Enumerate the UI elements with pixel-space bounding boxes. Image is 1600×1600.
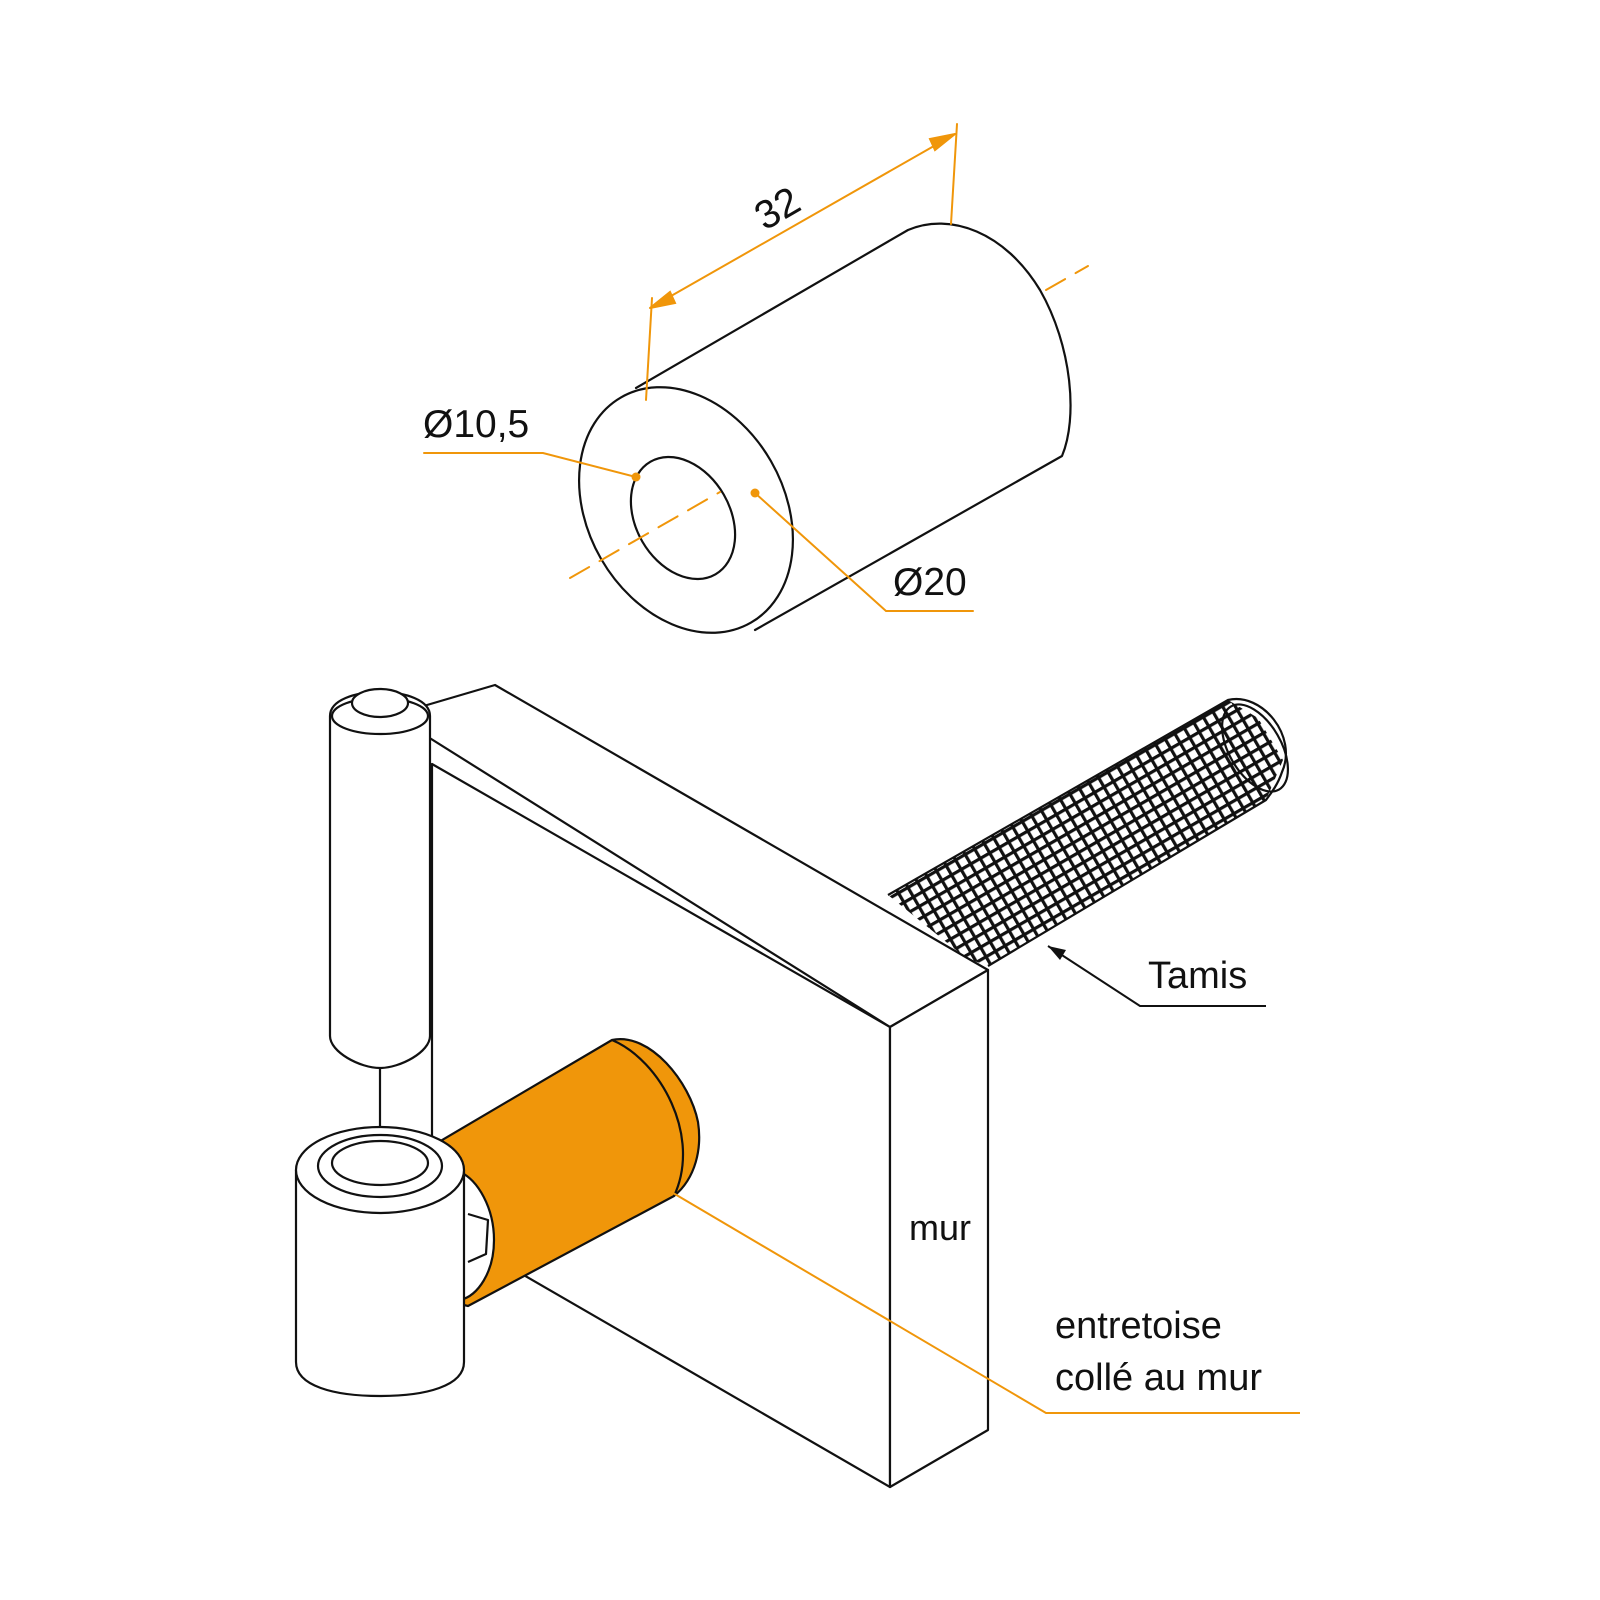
hinge-barrel-body	[294, 1168, 466, 1398]
extension-line-right	[950, 123, 958, 225]
spacer-bore	[629, 455, 737, 581]
leader-spacer	[667, 1189, 1300, 1414]
wall-label: mur	[909, 1207, 971, 1248]
hinge-pin-body	[328, 691, 432, 1070]
leader-sieve-arrowhead	[1048, 946, 1066, 960]
hinge-pin	[328, 687, 432, 1128]
outer-diameter-label: Ø20	[893, 561, 967, 604]
axis-center-line-end	[1045, 265, 1089, 291]
arrowhead-left	[649, 290, 677, 309]
spacer-body-outline	[634, 222, 1072, 632]
dimension-32-label: 32	[747, 179, 808, 239]
extension-line-left	[645, 297, 653, 401]
sieve-outline	[887, 697, 1288, 967]
wall-side-face	[888, 968, 990, 1489]
inner-diameter-label: Ø10,5	[423, 403, 529, 446]
arrowhead-right	[928, 133, 956, 152]
sieve-label: Tamis	[1148, 955, 1247, 997]
hinge-barrel-bore	[330, 1139, 430, 1187]
leader-dot-outer	[750, 488, 760, 498]
sieve-end-cap	[1220, 703, 1290, 793]
spacer-label-line2: collé au mur	[1055, 1357, 1262, 1399]
leader-sieve	[1047, 945, 1266, 1007]
leader-dot-inner	[631, 472, 641, 482]
spacer-label-line1: entretoise	[1055, 1305, 1222, 1347]
hinge-knuckle-detail	[467, 1212, 490, 1264]
spacer-detail	[577, 222, 1072, 634]
hinge-pin-cap-top	[350, 687, 410, 719]
hinge-barrel	[294, 1125, 496, 1398]
sieve-leader	[1047, 945, 1266, 1007]
axis-center-line	[569, 491, 721, 579]
spacer-dimensions	[423, 123, 1089, 612]
leader-outer-diameter	[754, 492, 974, 612]
wall-block	[391, 683, 990, 1489]
hinge-side-knuckle	[459, 1170, 496, 1302]
glued-spacer-edge	[611, 1038, 685, 1197]
leader-inner-diameter	[423, 452, 637, 478]
dimension-line-32	[649, 133, 956, 309]
